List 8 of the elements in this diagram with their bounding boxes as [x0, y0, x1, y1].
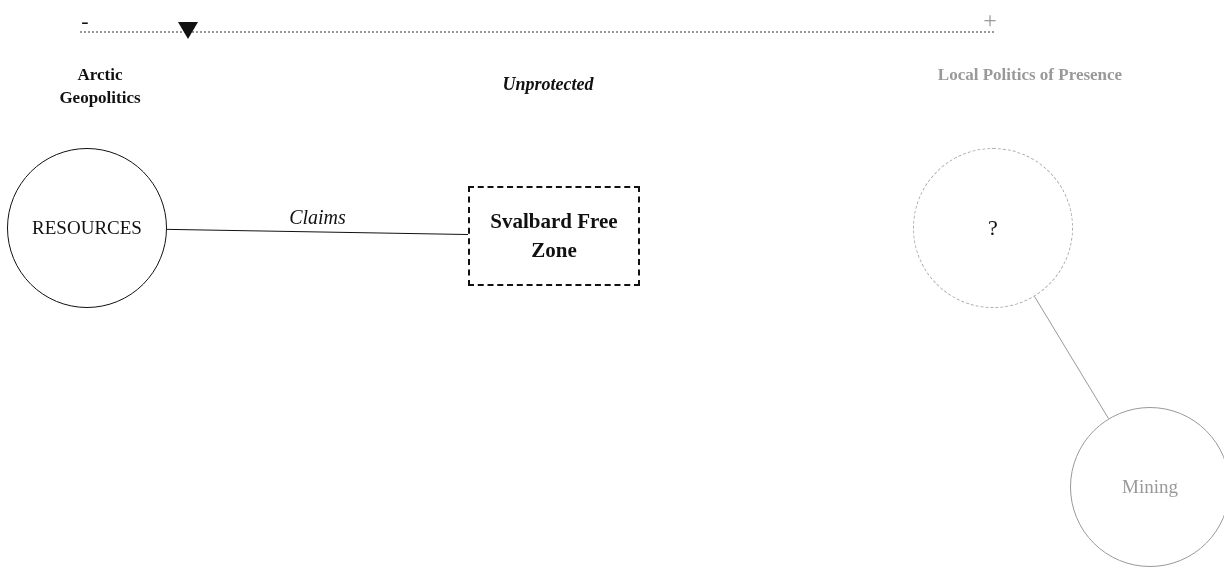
minus-sign: -: [81, 7, 89, 35]
column-heading: Unprotected: [502, 73, 594, 96]
process-box: Svalbard Free Zone: [468, 186, 640, 286]
plus-sign: +: [983, 6, 997, 35]
column-heading: Arctic Geopolitics: [58, 64, 142, 109]
column-heading: Local Politics of Presence: [937, 64, 1123, 86]
connector-line: [1033, 295, 1110, 420]
connector-line: [166, 228, 469, 236]
